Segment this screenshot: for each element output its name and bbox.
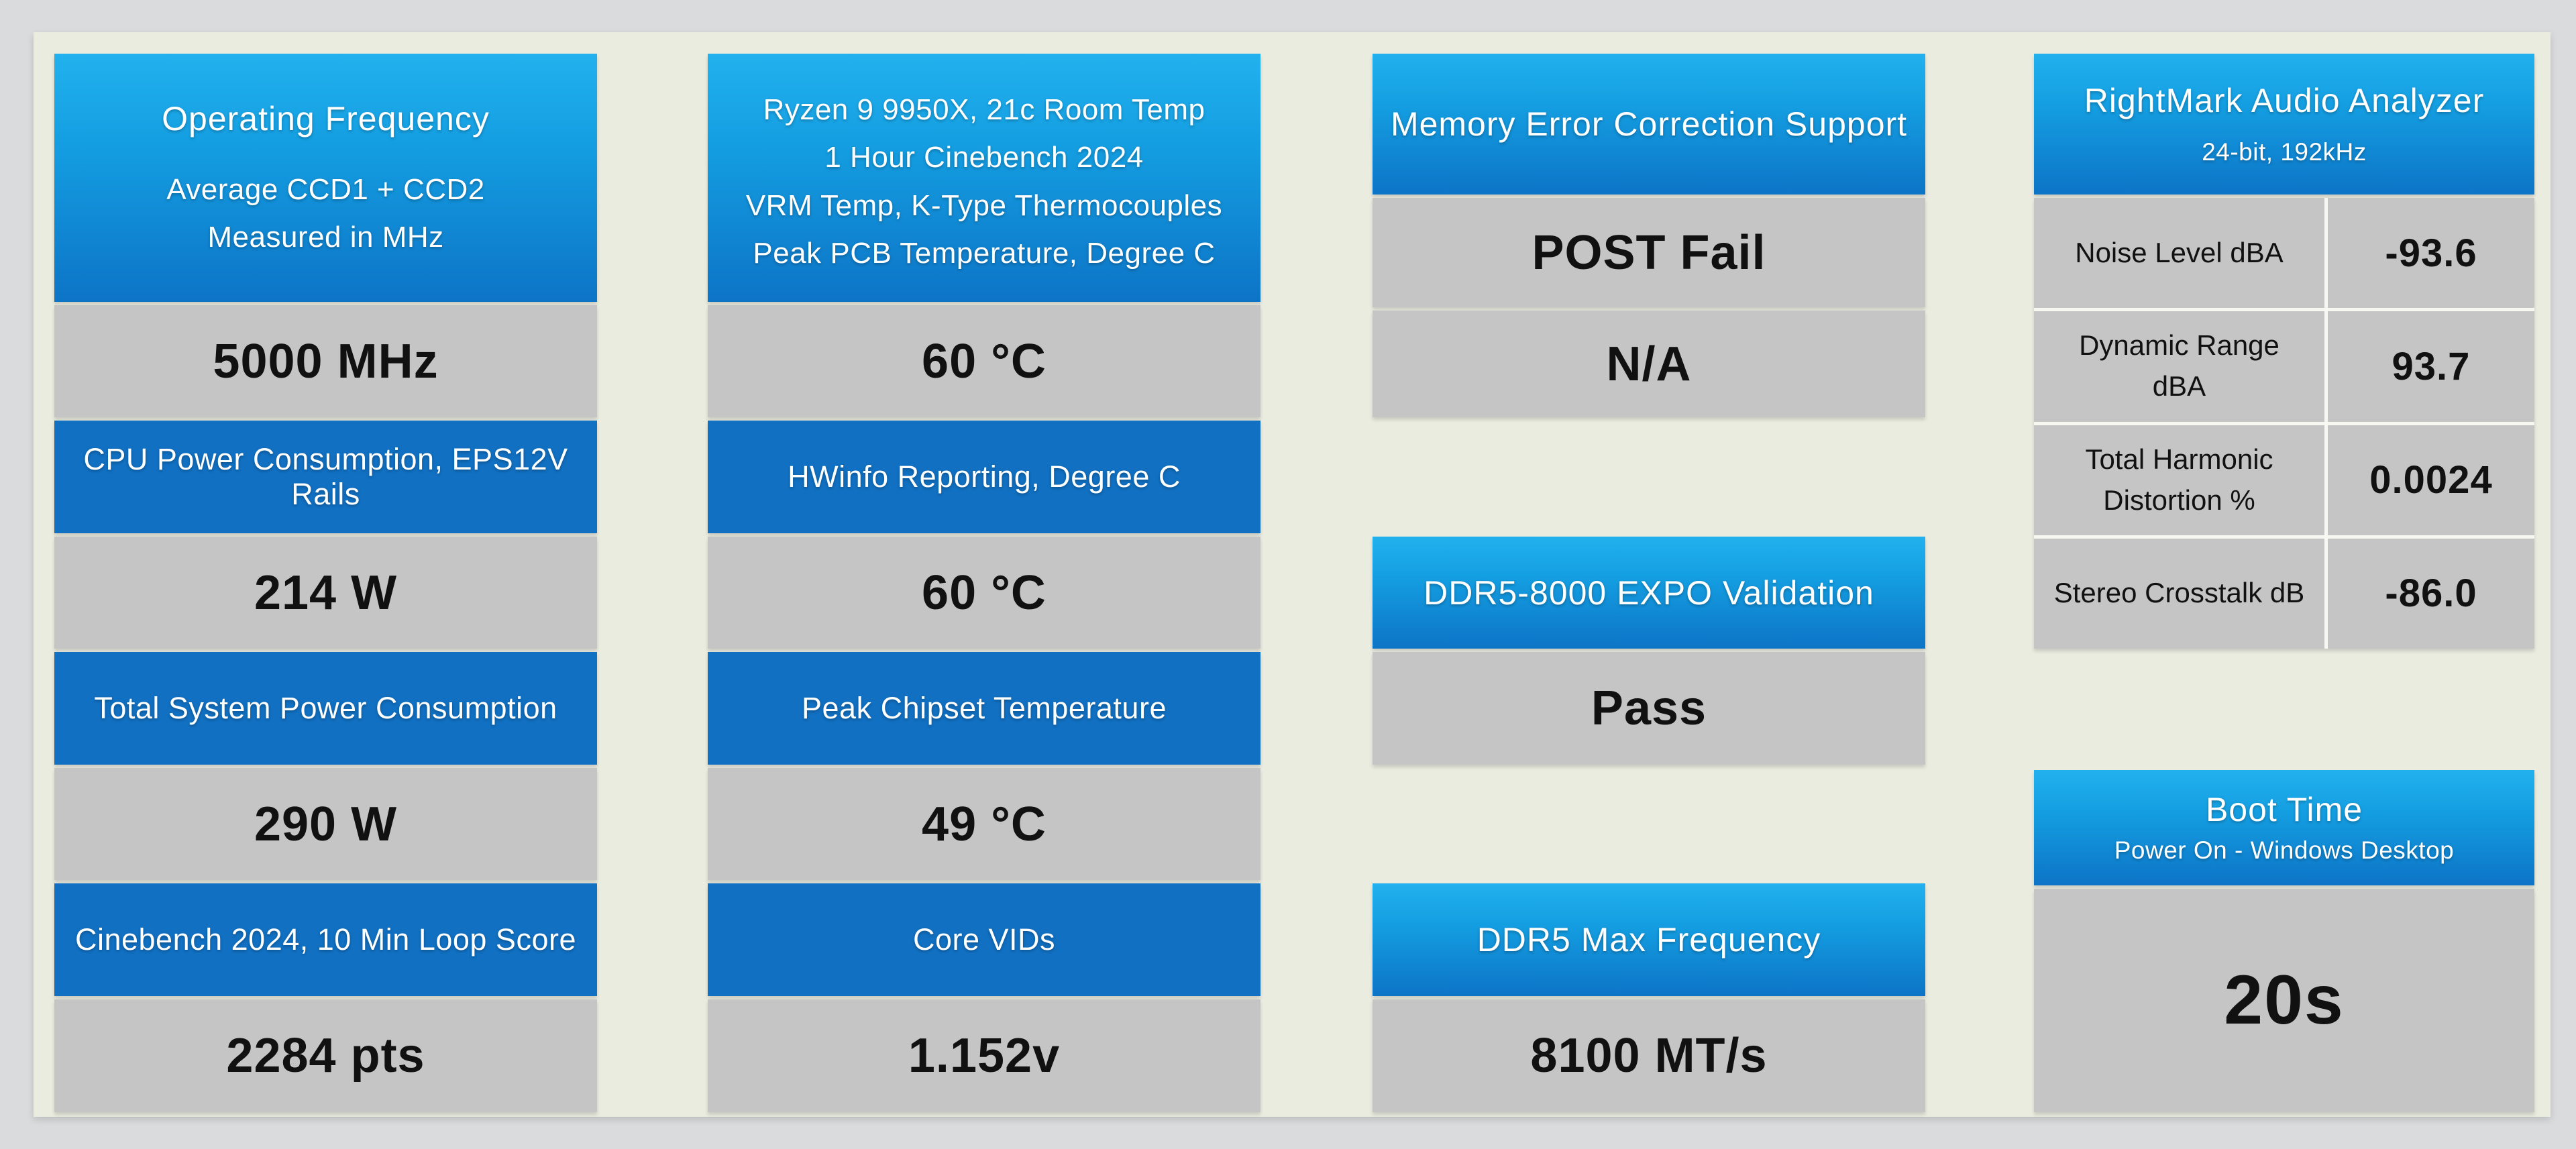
thermal-title-line1: Ryzen 9 9950X, 21c Room Temp — [763, 93, 1205, 126]
maxfreq-value-cell: 8100 MT/s — [1373, 999, 1925, 1112]
chipset-temp-value-cell: 49 °C — [708, 768, 1260, 880]
thermal-subtitle-line2: Peak PCB Temperature, Degree C — [753, 236, 1216, 270]
cpu-power-value-cell: 214 W — [54, 537, 597, 649]
expo-title: DDR5-8000 EXPO Validation — [1424, 573, 1874, 612]
vrm-temp-value-cell: 60 °C — [708, 305, 1260, 417]
hwinfo-header: HWinfo Reporting, Degree C — [708, 421, 1260, 533]
cpu-column-subtitle-line1: Average CCD1 + CCD2 — [166, 173, 485, 207]
ecc-post-value-cell: POST Fail — [1373, 198, 1925, 307]
audio-row-label: Noise Level dBA — [2034, 198, 2324, 309]
boot-time-value-cell: 20s — [2034, 889, 2534, 1112]
thermal-column-header: Ryzen 9 9950X, 21c Room Temp 1 Hour Cine… — [708, 54, 1260, 302]
maxfreq-title: DDR5 Max Frequency — [1477, 921, 1821, 959]
system-power-header: Total System Power Consumption — [54, 652, 597, 765]
expo-header: DDR5-8000 EXPO Validation — [1373, 537, 1925, 649]
chipset-temp-header: Peak Chipset Temperature — [708, 652, 1260, 765]
column-memory: Memory Error Correction Support POST Fai… — [1373, 0, 1925, 1149]
expo-value-cell: Pass — [1373, 652, 1925, 765]
boot-time-subtitle: Power On - Windows Desktop — [2114, 836, 2455, 864]
maxfreq-header: DDR5 Max Frequency — [1373, 883, 1925, 996]
thermal-subtitle-line1: VRM Temp, K-Type Thermocouples — [745, 188, 1223, 222]
system-power-value-cell: 290 W — [54, 768, 597, 880]
thermal-column-title: Ryzen 9 9950X, 21c Room Temp 1 Hour Cine… — [763, 86, 1205, 182]
cpu-column-header: Operating Frequency Average CCD1 + CCD2 … — [54, 54, 597, 302]
frequency-value-cell: 5000 MHz — [54, 305, 597, 417]
boot-time-header: Boot Time Power On - Windows Desktop — [2034, 770, 2534, 885]
audio-row-label: Dynamic Range dBA — [2034, 311, 2324, 422]
cpu-column-title: Operating Frequency — [162, 100, 490, 138]
cpu-column-subtitle: Average CCD1 + CCD2 Measured in MHz — [166, 166, 485, 262]
column-audio-boot: RightMark Audio Analyzer 24-bit, 192kHz … — [2034, 0, 2534, 1149]
audio-row-value: 93.7 — [2328, 311, 2534, 422]
column-cpu-performance: Operating Frequency Average CCD1 + CCD2 … — [54, 0, 597, 1149]
core-vids-value-cell: 1.152v — [708, 999, 1260, 1112]
audio-row-label: Stereo Crosstalk dB — [2034, 538, 2324, 649]
audio-row-value: 0.0024 — [2328, 425, 2534, 535]
audio-row-label: Total Harmonic Distortion % — [2034, 425, 2324, 535]
ecc-na-value-cell: N/A — [1373, 311, 1925, 417]
cinebench-value-cell: 2284 pts — [54, 999, 597, 1112]
thermal-column-subtitle: VRM Temp, K-Type Thermocouples Peak PCB … — [746, 182, 1222, 278]
boot-time-title: Boot Time — [2205, 790, 2363, 828]
audio-header: RightMark Audio Analyzer 24-bit, 192kHz — [2034, 54, 2534, 195]
audio-title: RightMark Audio Analyzer — [2084, 81, 2485, 119]
ecc-title: Memory Error Correction Support — [1390, 105, 1908, 143]
core-vids-header: Core VIDs — [708, 883, 1260, 996]
thermal-title-line2: 1 Hour Cinebench 2024 — [824, 141, 1144, 174]
hwinfo-value-cell: 60 °C — [708, 537, 1260, 649]
cinebench-header: Cinebench 2024, 10 Min Loop Score — [54, 883, 597, 996]
cpu-power-header: CPU Power Consumption, EPS12V Rails — [54, 421, 597, 533]
audio-row-value: -93.6 — [2328, 198, 2534, 309]
ecc-header: Memory Error Correction Support — [1373, 54, 1925, 195]
audio-results-table: Noise Level dBA -93.6 Dynamic Range dBA … — [2034, 198, 2534, 649]
audio-subtitle: 24-bit, 192kHz — [2202, 138, 2367, 166]
column-thermals: Ryzen 9 9950X, 21c Room Temp 1 Hour Cine… — [708, 0, 1260, 1149]
audio-row-value: -86.0 — [2328, 538, 2534, 649]
cpu-column-subtitle-line2: Measured in MHz — [207, 221, 444, 254]
